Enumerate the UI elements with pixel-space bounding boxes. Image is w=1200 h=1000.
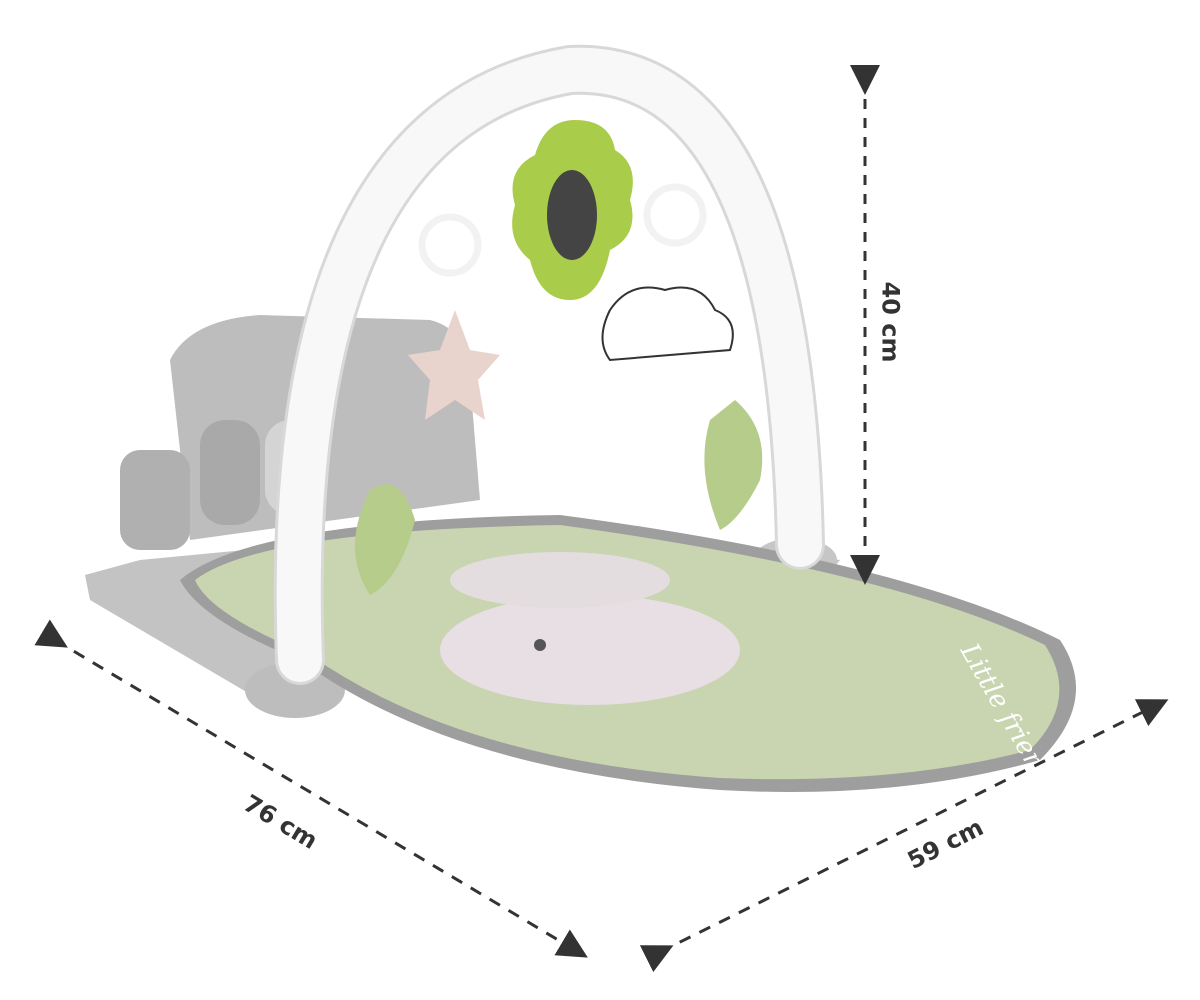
depth-dimension-arrow (639, 699, 1169, 973)
hanging-toys (355, 120, 763, 595)
toy-arch (273, 44, 825, 685)
height-label: 40 cm (876, 281, 905, 363)
